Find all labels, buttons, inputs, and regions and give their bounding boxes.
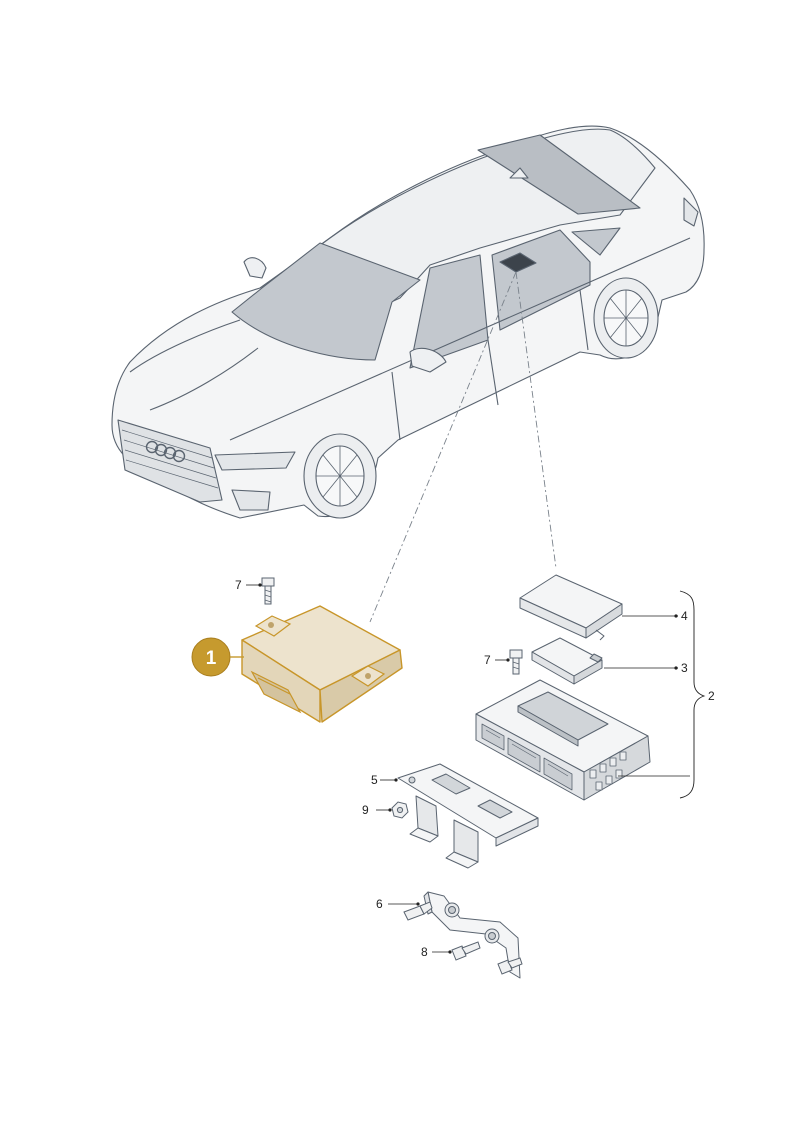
part-5-bracket[interactable] <box>397 763 539 869</box>
callout-4-label: 4 <box>681 609 688 623</box>
grille-slats <box>121 429 219 489</box>
part-3-module[interactable] <box>531 637 603 685</box>
quarter-window <box>571 227 621 256</box>
audi-logo <box>145 440 186 463</box>
part-9-nut[interactable] <box>391 801 409 819</box>
screw-6[interactable] <box>403 901 433 921</box>
right-mirror <box>409 347 447 373</box>
callout-7-top-label: 7 <box>235 578 242 592</box>
door-lines <box>391 289 589 441</box>
screw-8-second[interactable] <box>497 957 523 975</box>
control-unit-front <box>241 639 321 723</box>
front-wheel <box>303 433 377 519</box>
part-4-cover[interactable] <box>519 574 623 641</box>
callout-7-middle-label: 7 <box>484 653 491 667</box>
callout-2-label: 2 <box>708 689 715 703</box>
control-unit-side <box>319 649 403 723</box>
callout-8-label: 8 <box>421 945 428 959</box>
callout-badge-1[interactable]: 1 <box>191 637 244 677</box>
callout-5: 5 <box>371 773 398 787</box>
group-bracket-2 <box>679 590 706 799</box>
sunroof <box>477 134 641 215</box>
left-mirror <box>243 257 267 279</box>
callout-8: 8 <box>421 945 452 959</box>
callout-9: 9 <box>362 803 392 817</box>
callout-7-top: 7 <box>235 578 262 592</box>
callout-5-label: 5 <box>371 773 378 787</box>
part-6-bracket[interactable] <box>423 891 521 979</box>
mount-hole-right <box>365 673 371 679</box>
part-2-control-unit[interactable] <box>475 679 651 801</box>
tail-light <box>683 197 699 227</box>
hood-lines <box>129 319 259 411</box>
screw-7-top[interactable] <box>261 577 275 605</box>
leader-lines <box>369 271 557 623</box>
callout-7-middle: 7 <box>484 653 510 667</box>
callout-1-label: 1 <box>206 648 217 669</box>
callout-6-label: 6 <box>376 897 383 911</box>
windshield <box>231 242 421 361</box>
connector <box>250 670 302 714</box>
screw-8[interactable] <box>451 941 481 961</box>
headlight <box>214 451 296 471</box>
rear-wheel <box>593 277 659 359</box>
callout-9-label: 9 <box>362 803 369 817</box>
callout-6: 6 <box>376 897 420 911</box>
control-unit-highlighted[interactable] <box>241 605 403 723</box>
roof-antenna <box>509 167 529 179</box>
screw-7-middle[interactable] <box>509 649 523 675</box>
b-pillar-module-marker <box>499 252 537 273</box>
callout-4: 4 <box>622 609 688 623</box>
car-illustration <box>111 125 705 519</box>
mount-hole-top <box>268 622 274 628</box>
callout-3: 3 <box>604 661 688 675</box>
callout-3-label: 3 <box>681 661 688 675</box>
fog-light <box>231 489 271 511</box>
